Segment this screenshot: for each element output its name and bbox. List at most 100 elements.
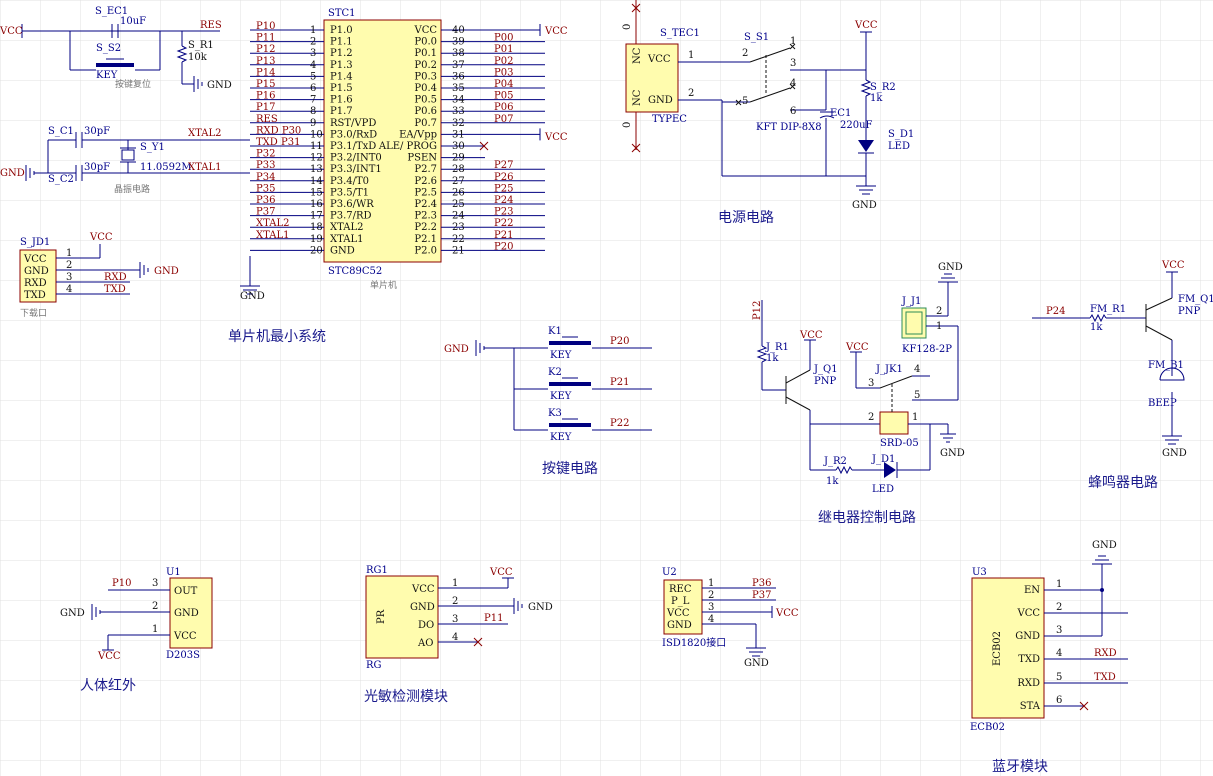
mcu-net-label: P07 [494,114,513,125]
power-ec-value: 220uF [840,120,873,131]
reset-cap-ref: S_EC1 [95,6,128,17]
mcu-pin-num: 31 [452,129,465,140]
light-vcc-label: VCC [489,567,513,578]
isd-num-3: 3 [708,602,714,613]
mcu-net-label: P17 [256,102,275,113]
reset-switch-ref: S_S2 [96,43,121,54]
light-gnd-label: GND [528,602,553,613]
download-pin-gnd: GND [24,266,49,277]
mcu-pin-num: 19 [310,234,323,245]
mcu-pin-label: RST/VPD [330,118,376,129]
mcu-net-label: P12 [256,44,275,55]
power-led-icon [858,140,874,152]
title-buzzer: 蜂鸣器电路 [1088,474,1158,491]
xtal-y-value: 11.0592M [140,162,192,173]
mcu-net-label: P32 [256,149,275,160]
mcu-pin-label: P0.5 [414,95,437,106]
light-num-3: 3 [452,614,458,625]
mcu-vcc-label: VCC [544,26,568,37]
isd-net-p36: P36 [752,578,771,589]
light-chip-body [365,575,439,659]
relay-jk-ref: J_JK1 [875,364,903,375]
relay-num-1: 1 [936,321,942,332]
power-r-ref: S_R2 [870,82,896,93]
mcu-pin-label: P0.4 [414,83,437,94]
mcu-pin-label: P0.1 [414,48,437,59]
mcu-pin-num: 40 [452,25,465,36]
mcu-pin-label: P2.6 [414,176,437,187]
pir-net: P10 [112,578,131,589]
relay-num-2b: 2 [868,412,874,423]
mcu-pin-num: 10 [310,129,323,140]
reset-subtitle: 按键复位 [115,78,151,90]
mcu-pin-label: P1.0 [330,25,353,36]
typec-num-1: 1 [688,50,694,61]
mcu-pin-label: P0.6 [414,106,437,117]
mcu-net-label: P22 [494,218,513,229]
typec-pin-gnd: GND [648,95,673,106]
mcu-net-label: P35 [256,183,275,194]
mcu-pin-num: 32 [452,118,465,129]
light-pr: PR [376,609,387,624]
buzzer-b-ref: FM_B1 [1148,360,1184,371]
mcu-net-label: P26 [494,172,513,183]
relay-r1-ref: J_R1 [765,342,789,353]
reset-switch-icon [96,63,134,67]
mcu-pin-num: 7 [310,95,316,106]
bt-chip-body [971,577,1045,719]
relay-vcc2-label: VCC [845,342,869,353]
mcu-net-label: P25 [494,183,513,194]
mcu-pin-label: P1.5 [330,83,353,94]
light-part: RG [366,660,382,671]
sw-num-4: 4 [790,78,796,89]
relay-num-1b: 1 [912,412,918,423]
mcu-net-label: XTAL1 [256,230,289,241]
mcu-pin-label: P3.0/RxD [330,129,377,140]
mcu-pin-label: EA/Vpp [399,129,437,140]
xtal-net-xtal1: XTAL1 [188,162,221,173]
download-net-rxd: RXD [104,272,127,283]
mcu-net-label: P23 [494,207,513,218]
mcu-pin-label: P1.7 [330,106,353,117]
buzzer-net: P24 [1046,306,1065,317]
power-d-value: LED [888,141,910,152]
mcu-net-label: TXD P31 [256,137,300,148]
isd-pin-gnd: GND [667,620,692,631]
mcu-pin-label: XTAL1 [330,234,363,245]
mcu-pin-label: ALE/ PROG [378,141,437,152]
mcu-pin-num: 11 [310,141,323,152]
relay-r1-value: 1k [766,353,779,364]
mcu-pin-num: 21 [452,245,465,256]
mcu-pin-label: PSEN [407,153,437,164]
mcu-pin-num: 15 [310,187,323,198]
download-pin-rxd: RXD [24,278,47,289]
buzzer-q-ref: FM_Q1 [1178,294,1213,305]
mcu-pin-num: 36 [452,71,465,82]
download-pin-txd: TXD [24,290,46,301]
mcu-pin-label: P2.4 [414,199,437,210]
mcu-net-label: XTAL2 [256,218,289,229]
bt-pin-num: 1 [1056,579,1062,590]
mcu-pin-num: 34 [452,95,465,106]
bt-pin-num: 6 [1056,695,1062,706]
mcu-net-label: P00 [494,33,513,44]
mcu-pin-label: P3.1/TxD [330,141,376,152]
mcu-pin-label: P3.2/INT0 [330,153,382,164]
typec-nc-2: NC [632,89,643,106]
download-num-4: 4 [66,284,72,295]
isd-num-4: 4 [708,614,714,625]
relay-j1-part: KF128-2P [902,344,952,355]
bt-pin-num: 5 [1056,672,1062,683]
bt-part: ECB02 [970,722,1005,733]
xtal-net-xtal2: XTAL2 [188,128,221,139]
reset-vcc-label: VCC [0,26,23,37]
bt-pin-label: STA [1020,701,1041,712]
relay-num-4: 4 [914,364,920,375]
power-sw-ref: S_S1 [744,32,769,43]
mcu-pin-num: 18 [310,222,323,233]
